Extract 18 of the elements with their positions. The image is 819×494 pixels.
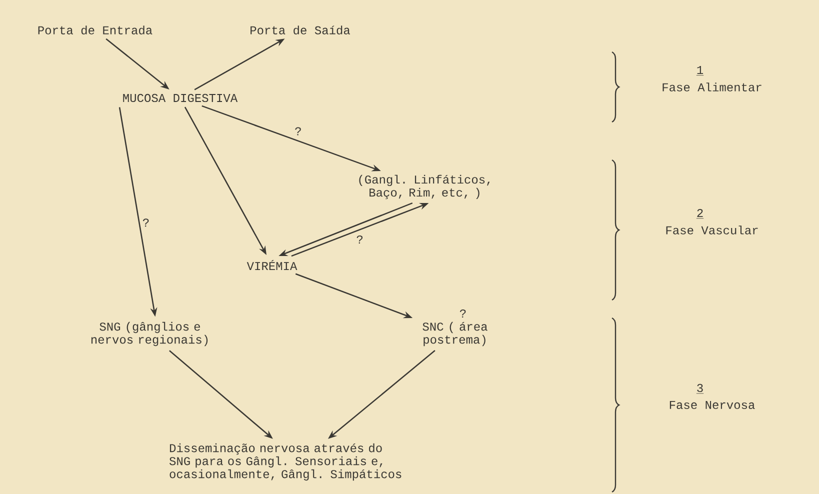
edge-label: ?: [142, 218, 149, 227]
phase-number: 1: [696, 66, 704, 76]
phase-label: Fase Vascular: [666, 226, 758, 234]
node-text: MUCOSA DIGESTIVA: [123, 94, 238, 102]
node-text: (Gangl. Linfáticos, Baço, Rim, etc, ): [359, 174, 490, 200]
node-text: Disseminação nervosa através do SNG para os Gângl. Sensoriais e, ocasionalmente, Gângl. Simpáticos: [169, 443, 402, 481]
phase-label: Fase Nervosa: [670, 400, 755, 409]
phase-number: 2: [696, 208, 704, 219]
node-text: SNC ( área postrema): [422, 322, 488, 346]
node-text: Porta de Entrada: [38, 26, 152, 34]
phase-label: Fase Alimentar: [662, 82, 762, 92]
node-text: SNG (gânglios e nervos regionais): [91, 322, 208, 346]
edge-label: ?: [295, 127, 301, 136]
question-mark: ?: [460, 309, 466, 318]
node-text: VIRÉMIA: [246, 260, 298, 270]
edge-label: ?: [356, 236, 363, 244]
phase-number: 3: [696, 384, 704, 394]
node-text: Porta de Saída: [250, 26, 350, 34]
